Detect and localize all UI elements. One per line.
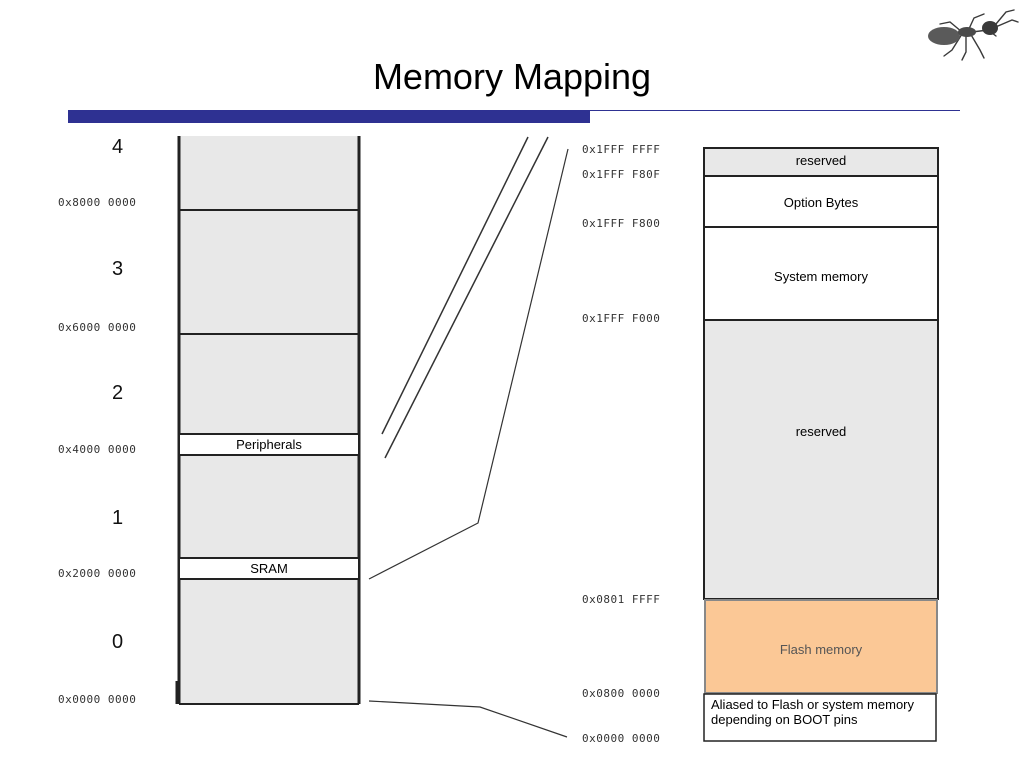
- ant-icon: [928, 9, 1019, 61]
- page-title: Memory Mapping: [372, 56, 652, 97]
- option-bytes-block: [703, 175, 939, 228]
- connector-peripherals-upper: [381, 136, 529, 435]
- connector-peripherals-lower: [384, 136, 549, 459]
- right-address-1ffff800: 0x1FFF F800: [582, 217, 661, 230]
- aliased-block: [703, 693, 937, 742]
- right-address-00000000: 0x0000 0000: [582, 732, 661, 745]
- flash-memory-label: Flash memory: [779, 642, 863, 657]
- right-reserved-top-block: [703, 147, 939, 177]
- right-address-1fffffff: 0x1FFF FFFF: [582, 143, 661, 156]
- region-number-3: 3: [112, 258, 124, 280]
- right-address-1ffff000: 0x1FFF F000: [582, 312, 661, 325]
- left-address-6000: 0x6000 0000: [58, 321, 137, 334]
- left-memory-column: [179, 136, 359, 704]
- title-underline-line: [590, 110, 960, 111]
- region-number-4: 4: [112, 136, 124, 158]
- left-address-0000: 0x0000 0000: [58, 693, 137, 706]
- system-memory-block: [703, 226, 939, 321]
- sram-label: SRAM: [250, 561, 288, 576]
- reserved-top-label: reserved: [795, 153, 847, 168]
- title-underline-bar: [68, 110, 590, 123]
- right-address-0801ffff: 0x0801 FFFF: [582, 593, 661, 606]
- right-address-08000000: 0x0800 0000: [582, 687, 661, 700]
- option-bytes-label: Option Bytes: [783, 195, 859, 210]
- peripherals-block: [178, 433, 360, 456]
- connector-base: [368, 700, 568, 738]
- peripherals-label: Peripherals: [236, 437, 302, 452]
- flash-memory-block: [704, 599, 938, 694]
- system-memory-label: System memory: [774, 269, 868, 284]
- left-address-4000: 0x4000 0000: [58, 443, 137, 456]
- sram-block: [178, 557, 360, 580]
- aliased-label: Aliased to Flash or system memory depend…: [711, 697, 915, 727]
- region-number-0: 0: [112, 631, 124, 653]
- left-address-2000: 0x2000 0000: [58, 567, 137, 580]
- reserved-mid-label: reserved: [795, 424, 847, 439]
- region-number-2: 2: [112, 382, 124, 404]
- left-address-8000: 0x8000 0000: [58, 196, 137, 209]
- right-reserved-mid-block: [703, 319, 939, 600]
- connector-sram: [368, 148, 569, 580]
- right-address-1ffff80f: 0x1FFF F80F: [582, 168, 661, 181]
- region-number-1: 1: [112, 507, 124, 529]
